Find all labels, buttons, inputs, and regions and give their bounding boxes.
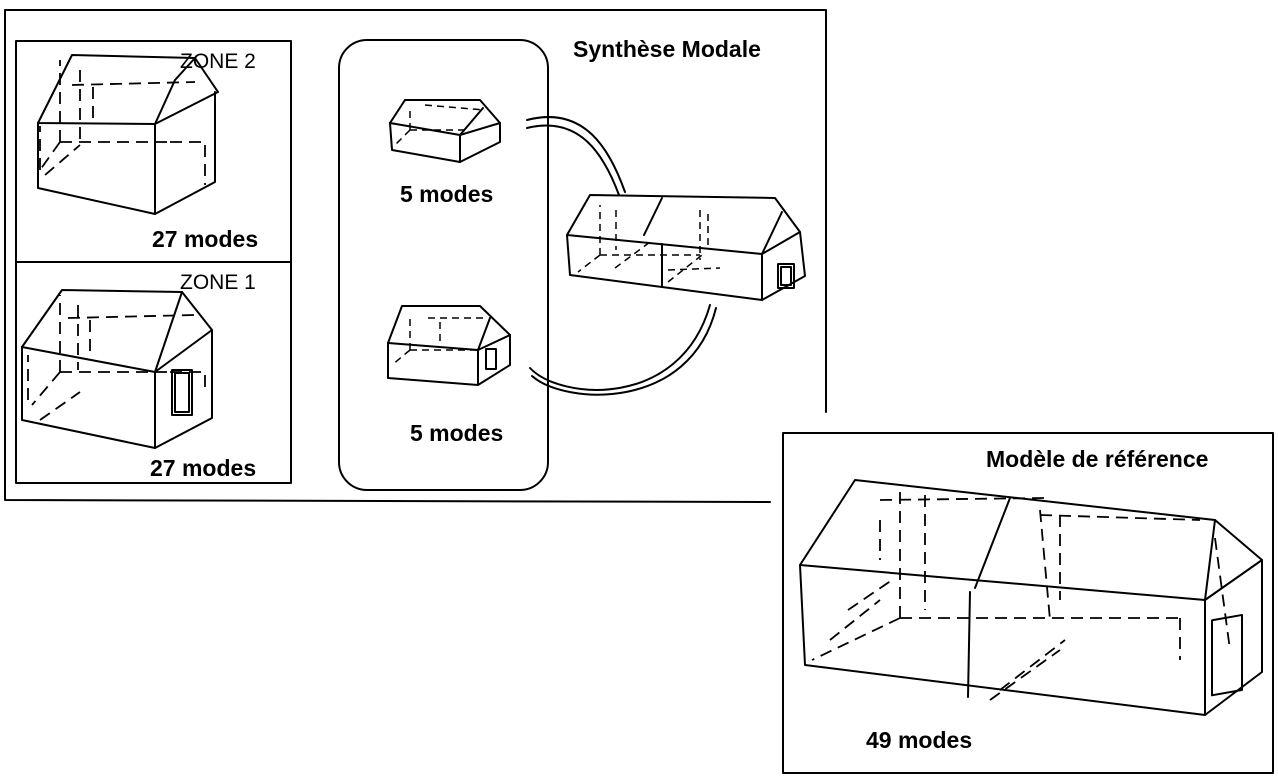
zone2-panel: ZONE 2 27 modes <box>15 40 292 263</box>
zone2-label: ZONE 2 <box>180 50 256 73</box>
zone1-panel: ZONE 1 27 modes <box>15 261 292 484</box>
reduced-top-modes: 5 modes <box>400 181 493 207</box>
reduced-models-panel: 5 modes 5 modes <box>338 39 549 491</box>
zone1-modes: 27 modes <box>150 455 256 481</box>
reference-modes: 49 modes <box>866 727 972 753</box>
reduced-bottom-modes: 5 modes <box>410 420 503 446</box>
zone2-house-icon <box>37 54 219 215</box>
reference-model-title: Modèle de référence <box>986 446 1208 472</box>
assembled-house-icon <box>566 194 806 301</box>
zone1-label: ZONE 1 <box>180 271 256 294</box>
synthese-modale-title: Synthèse Modale <box>573 36 761 62</box>
reduced-house-top-icon <box>389 99 501 163</box>
reduced-house-bottom-icon <box>387 305 511 386</box>
zone1-house-icon <box>21 289 213 449</box>
zone2-modes: 27 modes <box>152 226 258 252</box>
connector-curves <box>526 116 717 396</box>
reference-house-icon <box>799 479 1263 716</box>
synthese-modale-frame: Synthèse Modale <box>4 9 827 503</box>
reference-model-panel: Modèle de référence 49 modes <box>782 432 1274 774</box>
